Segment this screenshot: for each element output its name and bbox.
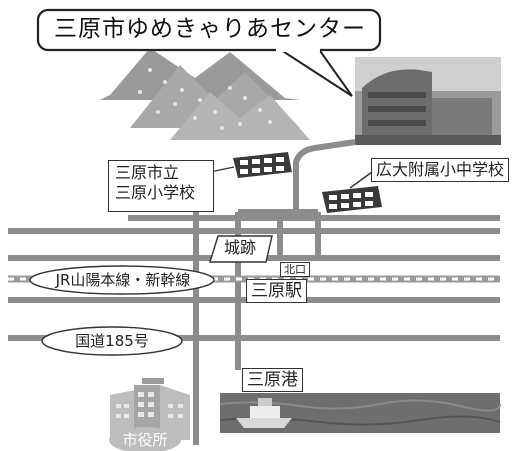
jr-line-oval: [29, 265, 215, 295]
hirodai-pointer: [349, 171, 373, 189]
hirodai-school-label: 広大附属小中学校: [371, 158, 510, 182]
mihara-elementary-line2: 三原小学校: [115, 183, 196, 202]
route-185-label: 国道185号: [75, 332, 149, 350]
callout-bubble: [36, 8, 382, 52]
road-network: [8, 139, 500, 445]
mihara-elementary-label: 三原市立 三原小学校: [108, 160, 214, 212]
ship-icon: [236, 398, 292, 428]
mihara-port-label: 三原港: [242, 368, 303, 392]
mihara-elementary-line1: 三原市立: [115, 163, 180, 182]
center-building-photo: [355, 57, 501, 145]
school-building-icon: [233, 152, 292, 178]
castle-ruins-label: 城跡: [224, 238, 257, 257]
city-hall-oval: [109, 427, 181, 451]
mountain-icon: [100, 48, 310, 140]
school-building-icon: [322, 186, 382, 213]
castle-ruins-box: [209, 235, 273, 263]
title-callout-text: 三原市ゆめきゃりあセンター: [54, 16, 366, 42]
elementary-pointer: [209, 166, 235, 173]
jr-line-label: JR山陽本線・新幹線: [55, 271, 191, 289]
north-exit-label: 北口: [280, 262, 310, 277]
route-185-oval: [41, 326, 183, 356]
callout-pointer: [274, 47, 353, 97]
city-hall-label: 市役所: [122, 431, 168, 449]
mihara-station-label: 三原駅: [246, 279, 307, 303]
city-hall-building-icon: [110, 378, 190, 440]
